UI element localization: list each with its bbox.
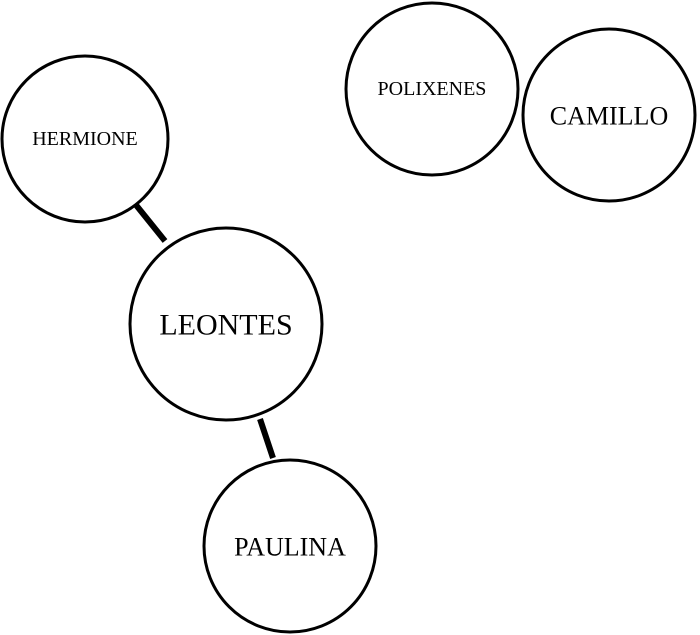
- node-hermione-label: HERMIONE: [32, 128, 138, 150]
- node-leontes: LEONTES: [128, 226, 324, 422]
- node-paulina-label: PAULINA: [234, 533, 346, 562]
- node-leontes-circle: [128, 226, 324, 422]
- node-hermione: HERMIONE: [0, 54, 170, 224]
- node-hermione-circle: [0, 54, 170, 224]
- node-paulina: PAULINA: [202, 458, 378, 634]
- edge-leontes-paulina: [257, 418, 276, 459]
- node-polixenes-label: POLIXENES: [378, 78, 487, 100]
- node-camillo: CAMILLO: [521, 27, 697, 203]
- node-camillo-circle: [521, 27, 697, 203]
- node-leontes-label: LEONTES: [159, 309, 292, 342]
- node-polixenes-circle: [344, 1, 520, 177]
- node-camillo-label: CAMILLO: [550, 102, 668, 131]
- edge-hermione-leontes: [133, 203, 168, 243]
- node-polixenes: POLIXENES: [344, 1, 520, 177]
- edge-layer: [133, 203, 276, 459]
- node-paulina-circle: [202, 458, 378, 634]
